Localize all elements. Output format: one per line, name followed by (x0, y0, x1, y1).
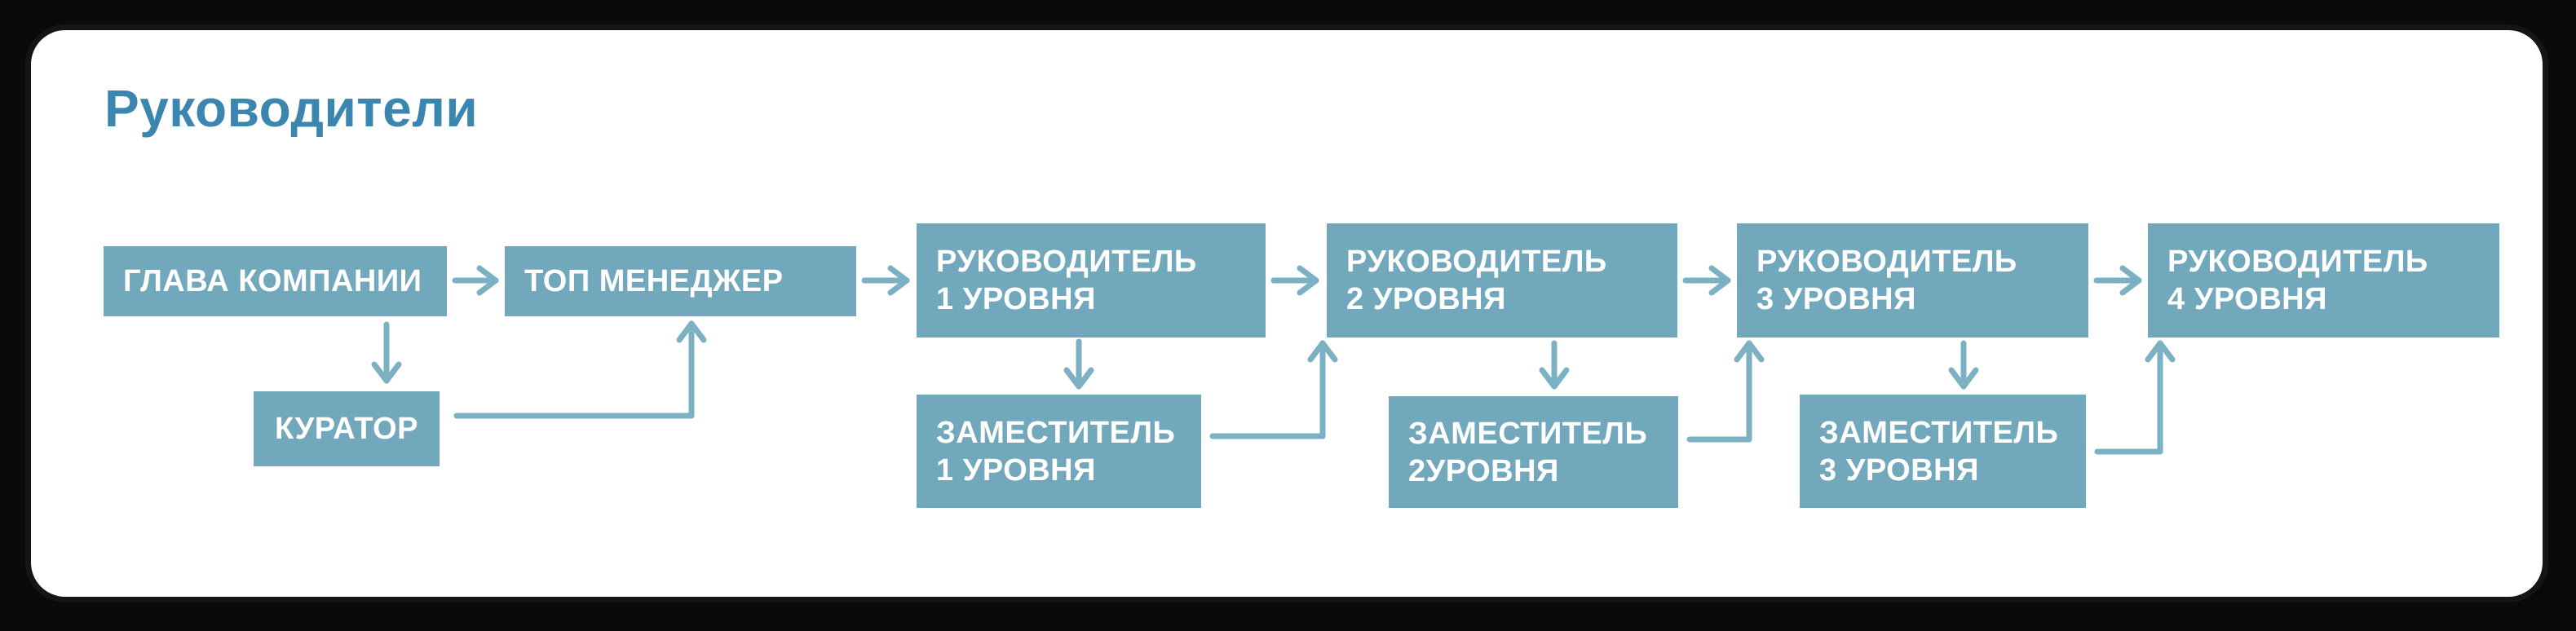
node-label: 4 УРОВНЯ (2167, 282, 2327, 316)
node-kurator: КУРАТОР (254, 391, 440, 466)
node-zamestitel-3: ЗАМЕСТИТЕЛЬ 3 УРОВНЯ (1800, 395, 2086, 508)
node-label: РУКОВОДИТЕЛЬ (2167, 245, 2428, 279)
node-label: ТОП МЕНЕДЖЕР (524, 264, 784, 298)
node-label: 3 УРОВНЯ (1819, 452, 1979, 488)
node-label: 3 УРОВНЯ (1756, 282, 1916, 316)
node-label: РУКОВОДИТЕЛЬ (1756, 245, 2017, 279)
node-rukovoditel-1: РУКОВОДИТЕЛЬ 1 УРОВНЯ (917, 223, 1266, 338)
node-label: 2 УРОВНЯ (1346, 282, 1506, 316)
node-rukovoditel-3: РУКОВОДИТЕЛЬ 3 УРОВНЯ (1737, 223, 2088, 338)
node-zamestitel-1: ЗАМЕСТИТЕЛЬ 1 УРОВНЯ (917, 395, 1201, 508)
node-zamestitel-2: ЗАМЕСТИТЕЛЬ 2УРОВНЯ (1389, 396, 1678, 508)
node-rukovoditel-2: РУКОВОДИТЕЛЬ 2 УРОВНЯ (1327, 223, 1677, 338)
node-glava-kompanii: ГЛАВА КОМПАНИИ (104, 246, 447, 316)
node-top-menedzher: ТОП МЕНЕДЖЕР (505, 246, 856, 316)
slide-card (31, 30, 2543, 597)
page-title: Руководители (104, 79, 479, 138)
node-rukovoditel-4: РУКОВОДИТЕЛЬ 4 УРОВНЯ (2148, 223, 2499, 338)
node-label: ЗАМЕСТИТЕЛЬ (1408, 416, 1648, 451)
node-label: РУКОВОДИТЕЛЬ (1346, 245, 1607, 279)
node-label: 1 УРОВНЯ (936, 452, 1096, 488)
node-label: КУРАТОР (274, 412, 418, 446)
node-label: ЗАМЕСТИТЕЛЬ (1819, 415, 2059, 450)
node-label: ГЛАВА КОМПАНИИ (123, 264, 422, 298)
node-label: 2УРОВНЯ (1408, 453, 1559, 488)
node-label: ЗАМЕСТИТЕЛЬ (936, 415, 1176, 450)
node-label: РУКОВОДИТЕЛЬ (936, 245, 1197, 279)
node-label: 1 УРОВНЯ (936, 282, 1096, 316)
